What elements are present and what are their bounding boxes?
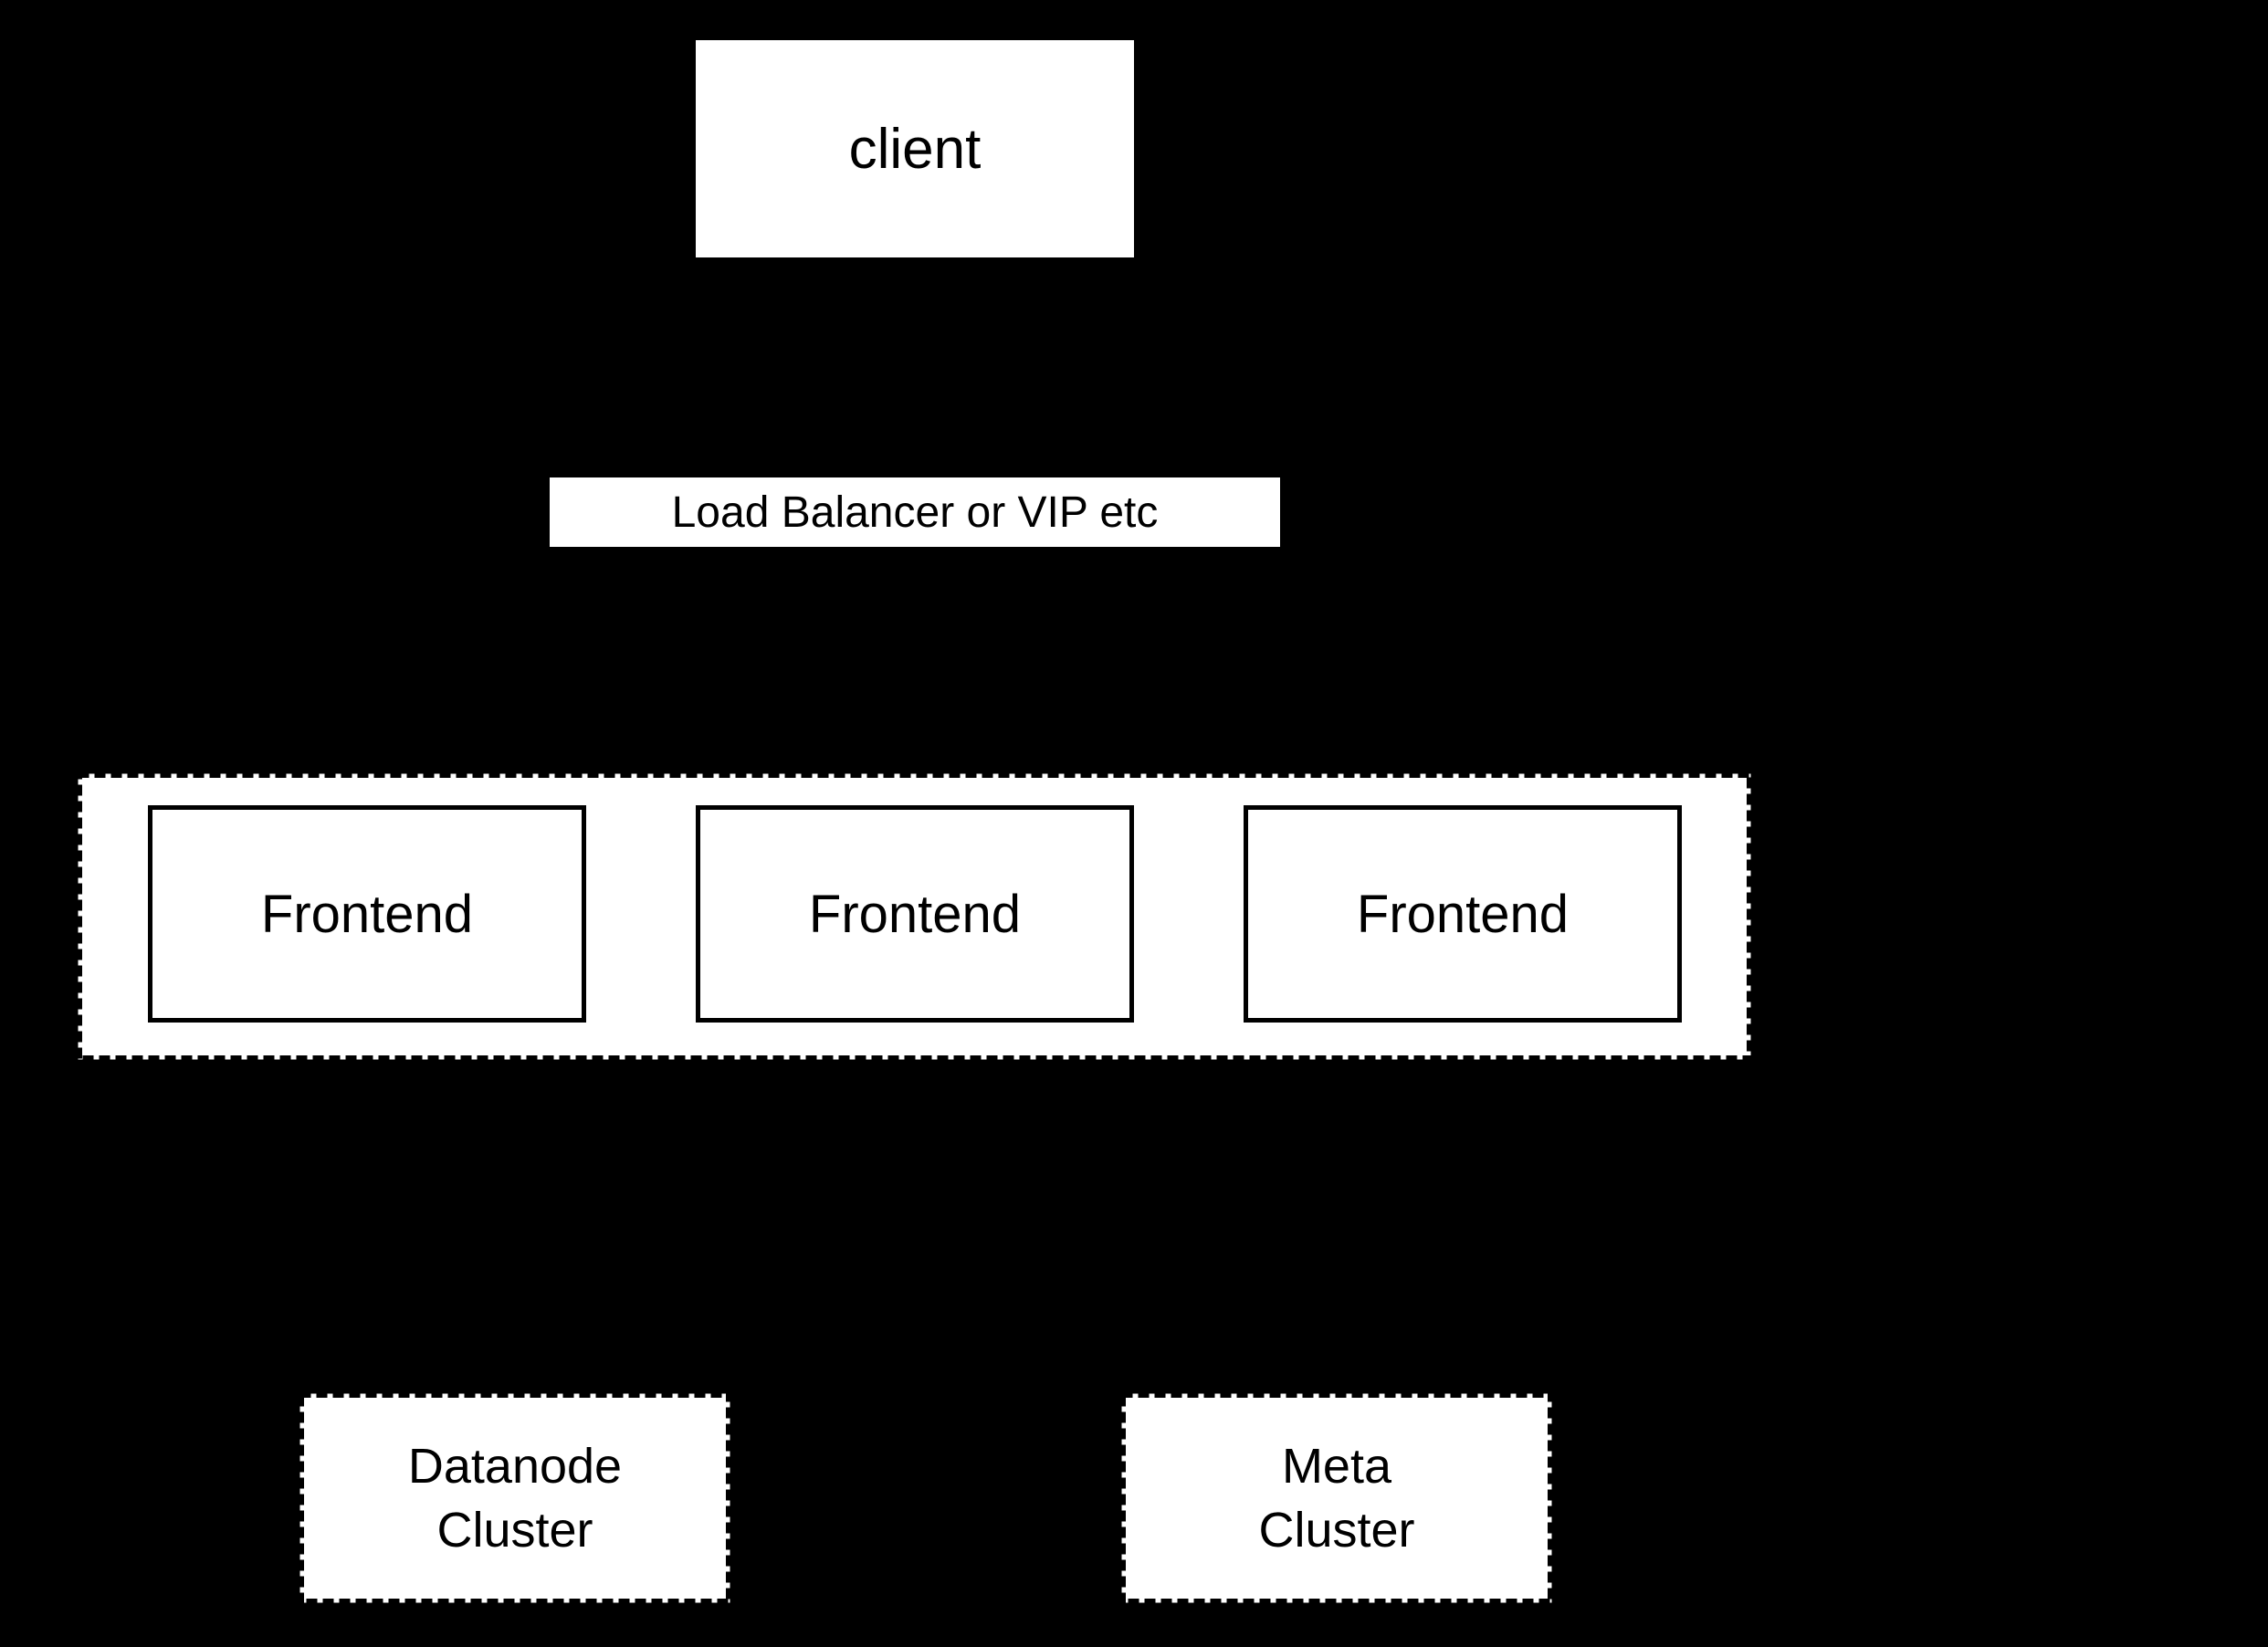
datanode-cluster-node: Datanode Cluster [296,1390,734,1607]
meta-cluster-label-line-2: Cluster [1258,1503,1415,1558]
dashed-border-rect [296,1390,734,1607]
frontend-node-3: Frontend [1244,805,1682,1023]
dashed-border-rect [1118,1390,1556,1607]
datanode-cluster-label-line-2: Cluster [436,1503,593,1558]
frontend-label-3: Frontend [1356,884,1570,944]
frontend-node-1: Frontend [148,805,586,1023]
datanode-cluster-label: Datanode Cluster [408,1434,622,1562]
datanode-cluster-dashed-border [296,1390,734,1607]
meta-cluster-dashed-border [1118,1390,1556,1607]
load-balancer-label: Load Balancer or VIP etc [671,488,1159,537]
frontend-group-container: Frontend Frontend Frontend [74,770,1755,1064]
frontend-label-1: Frontend [260,884,474,944]
meta-cluster-node: Meta Cluster [1118,1390,1556,1607]
meta-cluster-label-line-1: Meta [1281,1439,1392,1494]
frontend-node-2: Frontend [696,805,1134,1023]
datanode-cluster-label-line-1: Datanode [407,1439,623,1494]
meta-cluster-label: Meta Cluster [1258,1434,1414,1562]
frontend-label-2: Frontend [808,884,1022,944]
client-node: client [696,40,1134,257]
load-balancer-node: Load Balancer or VIP etc [550,477,1280,547]
client-label: client [848,117,982,181]
